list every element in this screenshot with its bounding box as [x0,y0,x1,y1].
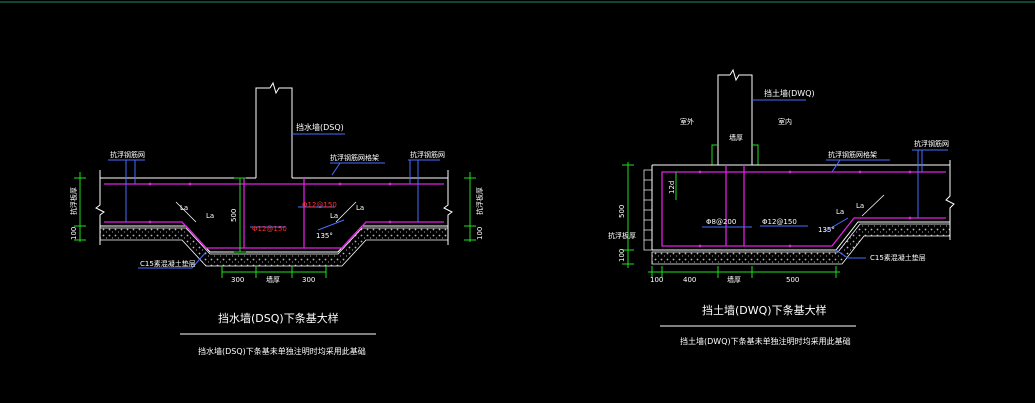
left-rebar-top-label-right: 抗浮钢筋网 [410,150,445,159]
right-rebar-dots [698,170,912,248]
left-rebar-label-1: Φ12@150 [252,225,287,233]
right-rebar-top-label: 抗浮钢筋网格架 [828,150,877,159]
left-detail: 挡水墙(DSQ) 抗浮钢筋网 抗浮钢筋网格架 抗浮钢筋网 抗浮板厚 抗浮板厚 1… [69,81,484,356]
right-dim-100: 100 [618,249,626,262]
left-title: 挡水墙(DSQ)下条基大样 [218,311,339,325]
left-side-dim-left: 抗浮板厚 [69,187,78,215]
right-side-label-left: 室外 [680,117,694,126]
left-rebar-dots [148,182,392,224]
right-wall-thickness: 墙厚 [729,133,743,142]
left-wall-stem [255,81,293,178]
left-side-dim-right: 抗浮板厚 [475,187,484,215]
right-rebar-label-1: Φ8@200 [706,218,736,226]
right-subtitle: 挡土墙(DWQ)下条基未单独注明时均采用此基础 [680,336,851,346]
left-subtitle: 挡水墙(DSQ)下条基未单独注明时均采用此基础 [198,346,366,356]
left-concrete-label: C15素混凝土垫层 [140,259,196,268]
left-bottom-dim-3: 300 [302,276,315,284]
left-lap-label-1: La [180,204,188,212]
right-wall-seat [711,144,759,165]
left-bottom-dim-1: 300 [231,276,244,284]
right-wall-stem [717,68,753,165]
left-dim-500: 500 [230,209,238,222]
right-footing-outline [651,164,950,251]
right-lap-label-1: La [836,208,844,216]
left-footing-outline [100,177,448,253]
left-rebar-top-label-mid: 抗浮钢筋网格架 [330,153,379,162]
right-la-diagonals [861,194,885,217]
right-brick-wall [643,169,653,251]
right-detail: 挡土墙(DWQ) 室外 室内 墙厚 抗浮钢筋网格架 抗浮钢筋网 抗浮板厚 500… [608,68,955,346]
right-rebars [661,165,946,247]
right-bottom-dim-3: 墙厚 [727,275,741,284]
left-la-diagonals [175,201,357,223]
right-dimensions [622,162,840,278]
right-wall-label: 挡土墙(DWQ) [764,88,815,98]
right-concrete-label: C15素混凝土垫层 [870,253,926,262]
right-title: 挡土墙(DWQ)下条基大样 [702,303,827,317]
right-angle-label: 135° [818,226,835,234]
right-dim-12d: 12d [668,181,676,194]
left-rebar-label-2: Φ12@150 [302,201,337,209]
left-rebars [104,178,444,249]
left-wall-label: 挡水墙(DSQ) [296,122,344,132]
left-dim-100-left: 100 [70,227,78,240]
left-lap-label-4: La [356,204,364,212]
left-break-marks [95,170,453,245]
left-leaders [108,133,440,269]
left-lap-label-2: La [206,212,214,220]
left-dimensions [74,172,476,278]
right-bottom-dim-1: 100 [650,276,663,284]
right-bottom-dim-4: 500 [786,276,799,284]
right-rebar-label-2: Φ12@150 [762,218,797,226]
right-side-dim-left: 抗浮板厚 [608,231,636,240]
left-angle-label: 135° [316,232,333,240]
left-bottom-dim-2: 墙厚 [266,275,280,284]
left-lap-label-3: La [330,212,338,220]
right-bottom-dim-2: 400 [683,276,696,284]
right-break-mark [945,160,955,240]
right-rebar-right-label: 抗浮钢筋网 [914,139,949,148]
left-rebar-top-label-left: 抗浮钢筋网 [110,150,145,159]
right-side-label-right: 室内 [778,117,792,126]
right-dim-500: 500 [618,205,626,218]
right-leaders [702,99,948,259]
right-lap-label-2: La [856,202,864,210]
left-dim-100-right: 100 [476,227,484,240]
